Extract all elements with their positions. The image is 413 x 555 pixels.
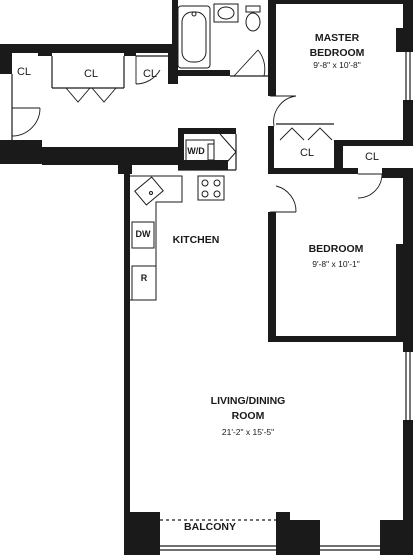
closet-label-1: CL xyxy=(16,66,32,78)
bathroom-fixtures xyxy=(177,3,261,69)
closet-label-2: CL xyxy=(83,68,99,80)
master-bedroom-name-line1: MASTER xyxy=(314,32,360,44)
master-bedroom-name: MASTER BEDROOM xyxy=(296,31,378,61)
closet-label-5: CL xyxy=(364,151,380,163)
bedroom-dims: 9'-8" x 10'-1" xyxy=(312,259,360,269)
living-dining-dims: 21'-2" x 15'-5" xyxy=(221,427,275,437)
door-swings xyxy=(11,49,383,213)
thin-walls xyxy=(11,52,411,551)
master-bedroom-dims: 9'-8" x 10'-8" xyxy=(313,60,361,70)
closet-label-3: CL xyxy=(142,68,158,80)
refrigerator-label: R xyxy=(140,273,148,283)
living-dining-name-line1: LIVING/DINING xyxy=(210,395,286,407)
master-bedroom-name-line2: BEDROOM xyxy=(309,47,365,59)
living-dining-name: LIVING/DINING ROOM xyxy=(200,394,296,424)
bedroom-name: BEDROOM xyxy=(308,243,364,255)
balcony-name: BALCONY xyxy=(184,521,236,533)
washer-dryer-label: W/D xyxy=(187,146,205,156)
living-dining-name-line2: ROOM xyxy=(231,410,265,422)
dishwasher-label: DW xyxy=(135,229,151,239)
kitchen-fixtures xyxy=(130,175,225,301)
closet-label-4: CL xyxy=(299,147,315,159)
washer-dryer xyxy=(185,133,237,171)
kitchen-name: KITCHEN xyxy=(172,234,220,246)
